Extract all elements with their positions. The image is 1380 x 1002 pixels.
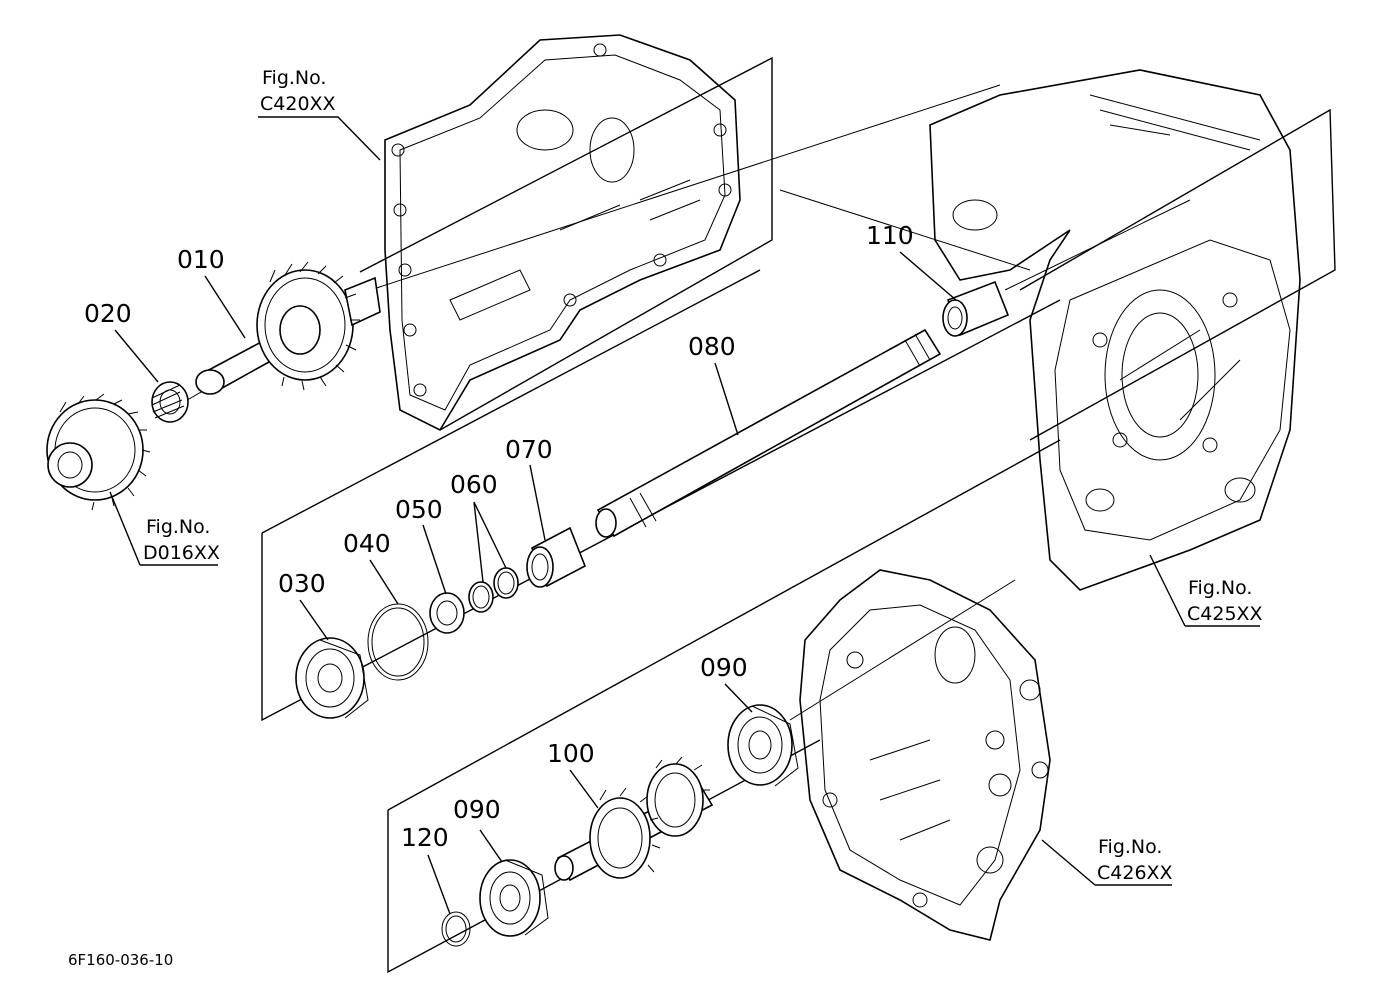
fig-ref-d016-line2: D016XX bbox=[143, 542, 220, 564]
fig-ref-c426-line2: C426XX bbox=[1097, 862, 1173, 884]
fig-ref-c425-line2: C425XX bbox=[1187, 603, 1263, 625]
label-part-050: 050 bbox=[395, 495, 443, 524]
part-100-gear-shaft bbox=[554, 756, 714, 882]
part-060-rings bbox=[468, 567, 519, 613]
label-part-030: 030 bbox=[278, 569, 326, 598]
fig-ref-d016-line1: Fig.No. bbox=[146, 516, 210, 538]
part-080-long-shaft bbox=[595, 328, 942, 538]
fig-ref-c420-line1: Fig.No. bbox=[262, 67, 326, 89]
part-labels: 010 020 030 040 050 060 070 080 090 090 … bbox=[84, 221, 914, 852]
fig-ref-c425-line1: Fig.No. bbox=[1188, 577, 1252, 599]
label-part-060: 060 bbox=[450, 470, 498, 499]
part-090-lower-ball-bearing bbox=[479, 859, 549, 937]
label-part-070: 070 bbox=[505, 435, 553, 464]
label-part-090-upper: 090 bbox=[700, 653, 748, 682]
label-part-100: 100 bbox=[547, 739, 595, 768]
part-030-ball-bearing bbox=[295, 637, 369, 719]
label-part-120: 120 bbox=[401, 823, 449, 852]
label-part-090-lower: 090 bbox=[453, 795, 501, 824]
part-070-collar bbox=[526, 526, 587, 588]
housing-c425-drawing bbox=[929, 69, 1336, 591]
part-040-snap-ring bbox=[367, 603, 429, 681]
part-110-collar bbox=[942, 280, 1010, 337]
housing-c420-drawing bbox=[359, 34, 773, 432]
part-010-shaft-gear bbox=[195, 261, 381, 395]
part-090-upper-ball-bearing bbox=[727, 704, 799, 787]
fig-ref-c426-line1: Fig.No. bbox=[1098, 836, 1162, 858]
part-120-snap-ring bbox=[441, 911, 471, 947]
label-part-020: 020 bbox=[84, 299, 132, 328]
label-part-110: 110 bbox=[866, 221, 914, 250]
gear-d016-drawing bbox=[46, 393, 151, 511]
part-020-needle-bearing bbox=[151, 381, 189, 423]
drawing-code: 6F160-036-10 bbox=[68, 951, 173, 969]
part-050-washer bbox=[429, 592, 465, 634]
label-part-080: 080 bbox=[688, 332, 736, 361]
figure-references: Fig.No. C420XX Fig.No. D016XX Fig.No. C4… bbox=[143, 67, 1263, 884]
housing-c426-drawing bbox=[799, 569, 1051, 941]
leader-lines bbox=[109, 116, 1260, 915]
label-part-040: 040 bbox=[343, 529, 391, 558]
label-part-010: 010 bbox=[177, 245, 225, 274]
fig-ref-c420-line2: C420XX bbox=[260, 93, 336, 115]
